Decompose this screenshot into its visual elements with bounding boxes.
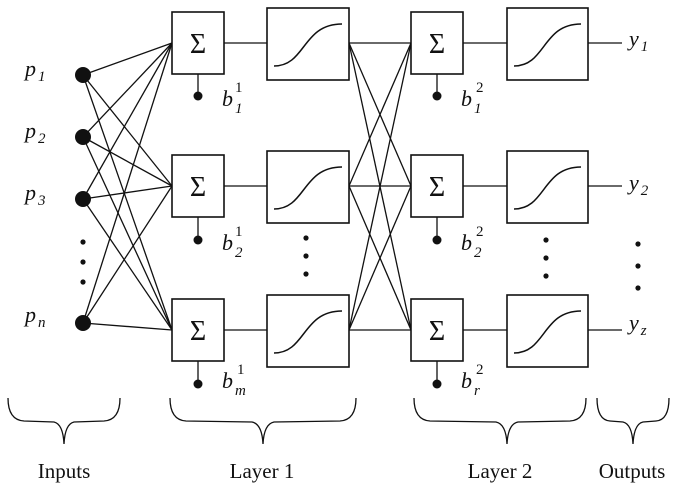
sigmoid-box [506, 7, 589, 81]
sigmoid-box [266, 7, 350, 81]
layer1-sum-nodes: Σ Σ Σ [171, 11, 225, 362]
inputs-group-label: Inputs [38, 459, 91, 483]
sigmoid-curve-icon [273, 166, 343, 210]
sum-box [410, 154, 464, 218]
layer1-internal-connections [224, 42, 267, 331]
bias-stems [197, 74, 438, 381]
sigmoid-curve-icon [273, 310, 343, 354]
sigmoid-curve-icon [273, 23, 343, 67]
bias-superscript: 2 [476, 80, 484, 96]
bias-superscript: 1 [235, 224, 243, 240]
sum-symbol: Σ [429, 29, 445, 60]
bias-node [432, 91, 442, 101]
sum-symbol: Σ [429, 172, 445, 203]
ellipsis-dot [80, 279, 86, 285]
input-node [75, 129, 91, 145]
sigmoid-curve-icon [513, 310, 582, 354]
layer2-sum-nodes: Σ Σ Σ [410, 11, 464, 362]
bias-superscript: 1 [237, 362, 245, 378]
sum-box [410, 298, 464, 362]
bias-superscript: 2 [476, 362, 484, 378]
sigmoid-curve-icon [513, 166, 582, 210]
layer1-activation-nodes [266, 7, 350, 368]
group-braces [7, 397, 670, 445]
input-node [75, 315, 91, 331]
layer2-brace [413, 397, 587, 445]
outputs-brace [596, 397, 670, 445]
sum-symbol: Σ [429, 316, 445, 347]
bias-node [193, 235, 203, 245]
bias-node [432, 379, 442, 389]
sigmoid-box [266, 150, 350, 224]
sum-box [410, 11, 464, 75]
ellipsis-dot [303, 253, 309, 259]
sigmoid-box [266, 294, 350, 368]
ellipsis-dot [543, 255, 549, 261]
bias-superscript: 2 [476, 224, 484, 240]
ellipsis-dot [635, 285, 641, 291]
bias-node [193, 379, 203, 389]
bias-dots [193, 91, 442, 389]
outputs-group-label: Outputs [599, 459, 666, 483]
ellipsis-dot [80, 259, 86, 265]
ellipsis-dot [80, 239, 86, 245]
input-node [75, 191, 91, 207]
sum-box [171, 298, 225, 362]
layer2-activation-nodes [506, 7, 589, 368]
layer1-layer2-connections [348, 42, 412, 331]
sum-box [171, 11, 225, 75]
input-nodes [75, 67, 91, 331]
bias-superscript: 1 [235, 80, 243, 96]
layer2-group-label: Layer 2 [468, 459, 533, 483]
ellipsis-dot [543, 273, 549, 279]
sum-symbol: Σ [190, 316, 206, 347]
ellipsis-dot [303, 271, 309, 277]
output-ellipsis [635, 241, 641, 291]
sigmoid-curve-icon [513, 23, 582, 67]
group-labels: Inputs Layer 1 Layer 2 Outputs [38, 459, 666, 483]
ellipsis-dot [303, 235, 309, 241]
layer2-output-connections [463, 42, 622, 331]
layer1-group-label: Layer 1 [230, 459, 295, 483]
bias-node [193, 91, 203, 101]
ellipsis-dot [543, 237, 549, 243]
ellipsis-dot [635, 263, 641, 269]
sum-box [171, 154, 225, 218]
input-node [75, 67, 91, 83]
layer1-brace [169, 397, 357, 445]
sum-symbol: Σ [190, 172, 206, 203]
bias-node [432, 235, 442, 245]
sigmoid-box [506, 150, 589, 224]
ellipsis-dot [635, 241, 641, 247]
inputs-brace [7, 397, 121, 445]
sigmoid-box [506, 294, 589, 368]
sum-symbol: Σ [190, 29, 206, 60]
input-layer1-connections [82, 42, 173, 331]
